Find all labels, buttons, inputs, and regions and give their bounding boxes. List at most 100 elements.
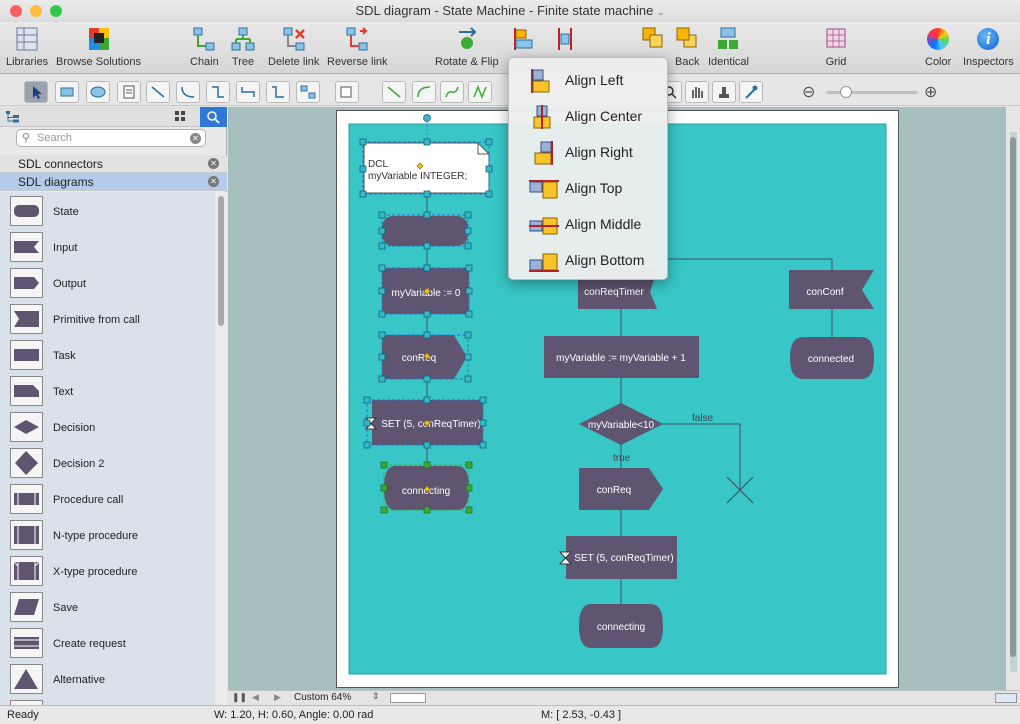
shape-thumb-alternative[interactable] bbox=[10, 664, 43, 694]
connector-tool[interactable] bbox=[146, 81, 170, 103]
task-shape-increment[interactable] bbox=[544, 336, 699, 378]
search-input-placeholder[interactable]: Search bbox=[37, 132, 72, 144]
input-shape-conconf[interactable] bbox=[789, 270, 874, 309]
smart-connector-tool[interactable] bbox=[266, 81, 290, 103]
decision-shape[interactable] bbox=[579, 403, 663, 445]
shape-thumb-text[interactable] bbox=[10, 376, 43, 406]
selection-handles[interactable] bbox=[359, 138, 493, 449]
menu-item-align-bottom[interactable]: Align Bottom bbox=[509, 242, 669, 278]
shape-thumb-primitive-from-call[interactable] bbox=[10, 304, 43, 334]
identical-button[interactable]: Identical bbox=[708, 26, 749, 68]
pause-icon[interactable]: ❚❚ bbox=[232, 692, 248, 702]
shape-label[interactable]: Input bbox=[53, 242, 78, 254]
shape-thumb-decision[interactable] bbox=[10, 412, 43, 442]
shape-thumb-input[interactable] bbox=[10, 232, 43, 262]
back-button[interactable]: Back bbox=[675, 26, 699, 68]
active-selection-handles[interactable] bbox=[380, 461, 473, 514]
menu-item-align-top[interactable]: Align Top bbox=[509, 170, 669, 206]
page-thumbnails[interactable] bbox=[390, 693, 426, 703]
shape-thumb-state[interactable] bbox=[10, 196, 43, 226]
shape-label[interactable]: Task bbox=[53, 350, 76, 362]
shape-label[interactable]: Create request bbox=[53, 638, 126, 650]
tree-view-icon[interactable] bbox=[5, 110, 21, 123]
shape-label[interactable]: X-type procedure bbox=[53, 566, 138, 578]
library-sdl-diagrams[interactable]: SDL diagrams ✕ bbox=[0, 173, 227, 191]
bezier-tool[interactable] bbox=[440, 81, 464, 103]
shape-label[interactable]: Procedure call bbox=[53, 494, 124, 506]
rectangle-tool[interactable] bbox=[55, 81, 79, 103]
shape-thumb-task[interactable] bbox=[10, 340, 43, 370]
menu-item-align-left[interactable]: Align Left bbox=[509, 62, 669, 98]
zoom-out-icon[interactable]: ⊖ bbox=[802, 84, 816, 101]
shape-thumb-create-request[interactable] bbox=[10, 628, 43, 658]
shape-label[interactable]: Alternative bbox=[53, 674, 105, 686]
inspectors-button[interactable]: i Inspectors bbox=[963, 26, 1014, 68]
zoom-slider-thumb[interactable] bbox=[840, 86, 852, 98]
shape-label[interactable]: Decision 2 bbox=[53, 458, 105, 470]
output-shape-conreq-right[interactable] bbox=[579, 468, 663, 510]
polyline-tool[interactable] bbox=[468, 81, 492, 103]
libraries-button[interactable]: Libraries bbox=[6, 26, 48, 68]
shape-label[interactable]: Text bbox=[53, 386, 74, 398]
shape-thumb-n-type-procedure[interactable] bbox=[10, 520, 43, 550]
shape-thumb-x-type-procedure[interactable] bbox=[10, 556, 43, 586]
hand-tool[interactable] bbox=[685, 81, 709, 103]
page-next-icon[interactable]: ▶ bbox=[274, 692, 281, 702]
shape-label[interactable]: N-type procedure bbox=[53, 530, 138, 542]
group-connector-tool[interactable] bbox=[296, 81, 320, 103]
search-field[interactable]: ⚲ Search ✕ bbox=[16, 129, 206, 147]
rotate-flip-button[interactable]: Rotate & Flip bbox=[435, 26, 499, 68]
delete-link-button[interactable]: Delete link bbox=[268, 26, 319, 68]
rotation-handle[interactable] bbox=[423, 114, 431, 122]
shape-thumb-procedure-call[interactable] bbox=[10, 484, 43, 514]
insert-tool[interactable] bbox=[335, 81, 359, 103]
round-connector-tool[interactable] bbox=[236, 81, 260, 103]
distribute-menu-button[interactable] bbox=[552, 26, 578, 56]
shape-thumb-output[interactable] bbox=[10, 268, 43, 298]
page-prev-icon[interactable]: ◀ bbox=[252, 692, 259, 702]
menu-item-align-center[interactable]: Align Center bbox=[509, 98, 669, 134]
shape-label[interactable]: Save bbox=[53, 602, 79, 614]
curved-connector-tool[interactable] bbox=[176, 81, 200, 103]
browse-solutions-button[interactable]: Browse Solutions bbox=[56, 26, 141, 68]
menu-item-align-right[interactable]: Align Right bbox=[509, 134, 669, 170]
search-toggle-button[interactable] bbox=[200, 107, 227, 127]
eyedropper-tool[interactable] bbox=[739, 81, 763, 103]
clear-search-icon[interactable]: ✕ bbox=[190, 133, 201, 144]
zoom-stepper-icon[interactable]: ⇕ bbox=[372, 691, 380, 701]
control-points[interactable] bbox=[416, 162, 431, 493]
timer-shape-right[interactable] bbox=[566, 536, 677, 579]
grid-button[interactable]: Grid bbox=[824, 26, 848, 68]
tree-button[interactable]: Tree bbox=[231, 26, 255, 68]
canvas-scroll-thumb[interactable] bbox=[1010, 137, 1016, 657]
shape-label[interactable]: Output bbox=[53, 278, 87, 290]
arc-tool[interactable] bbox=[412, 81, 436, 103]
view-mode-icon[interactable] bbox=[995, 693, 1017, 703]
shape-thumb-next[interactable] bbox=[10, 700, 43, 705]
state-shape-empty[interactable] bbox=[382, 216, 468, 246]
sidebar-scroll-thumb[interactable] bbox=[218, 196, 224, 326]
library-sdl-connectors[interactable]: SDL connectors ✕ bbox=[0, 155, 227, 173]
front-button[interactable] bbox=[640, 26, 666, 56]
zoom-in-icon[interactable]: ⊕ bbox=[924, 84, 938, 101]
close-library-icon[interactable]: ✕ bbox=[208, 158, 219, 169]
text-tool[interactable] bbox=[117, 81, 141, 103]
shape-label[interactable]: Primitive from call bbox=[53, 314, 140, 326]
shape-thumb-save[interactable] bbox=[10, 592, 43, 622]
chain-button[interactable]: Chain bbox=[190, 26, 219, 68]
grid-view-icon[interactable] bbox=[174, 110, 188, 123]
sidebar-scrollbar[interactable] bbox=[216, 192, 227, 705]
close-library-icon[interactable]: ✕ bbox=[208, 176, 219, 187]
shape-thumb-decision-2[interactable] bbox=[10, 448, 43, 478]
output-shape-conreq[interactable] bbox=[382, 335, 467, 379]
state-shape-connected[interactable] bbox=[790, 337, 874, 379]
menu-item-align-middle[interactable]: Align Middle bbox=[509, 206, 669, 242]
color-button[interactable]: Color bbox=[925, 26, 951, 68]
zoom-select[interactable]: Custom 64% bbox=[294, 692, 352, 703]
reverse-link-button[interactable]: Reverse link bbox=[327, 26, 388, 68]
title-chevron-icon[interactable]: ⌄ bbox=[657, 7, 665, 17]
align-menu-button[interactable] bbox=[510, 26, 536, 56]
state-shape-connecting-right[interactable] bbox=[579, 604, 663, 648]
select-tool[interactable] bbox=[24, 81, 48, 103]
stamp-tool[interactable] bbox=[712, 81, 736, 103]
